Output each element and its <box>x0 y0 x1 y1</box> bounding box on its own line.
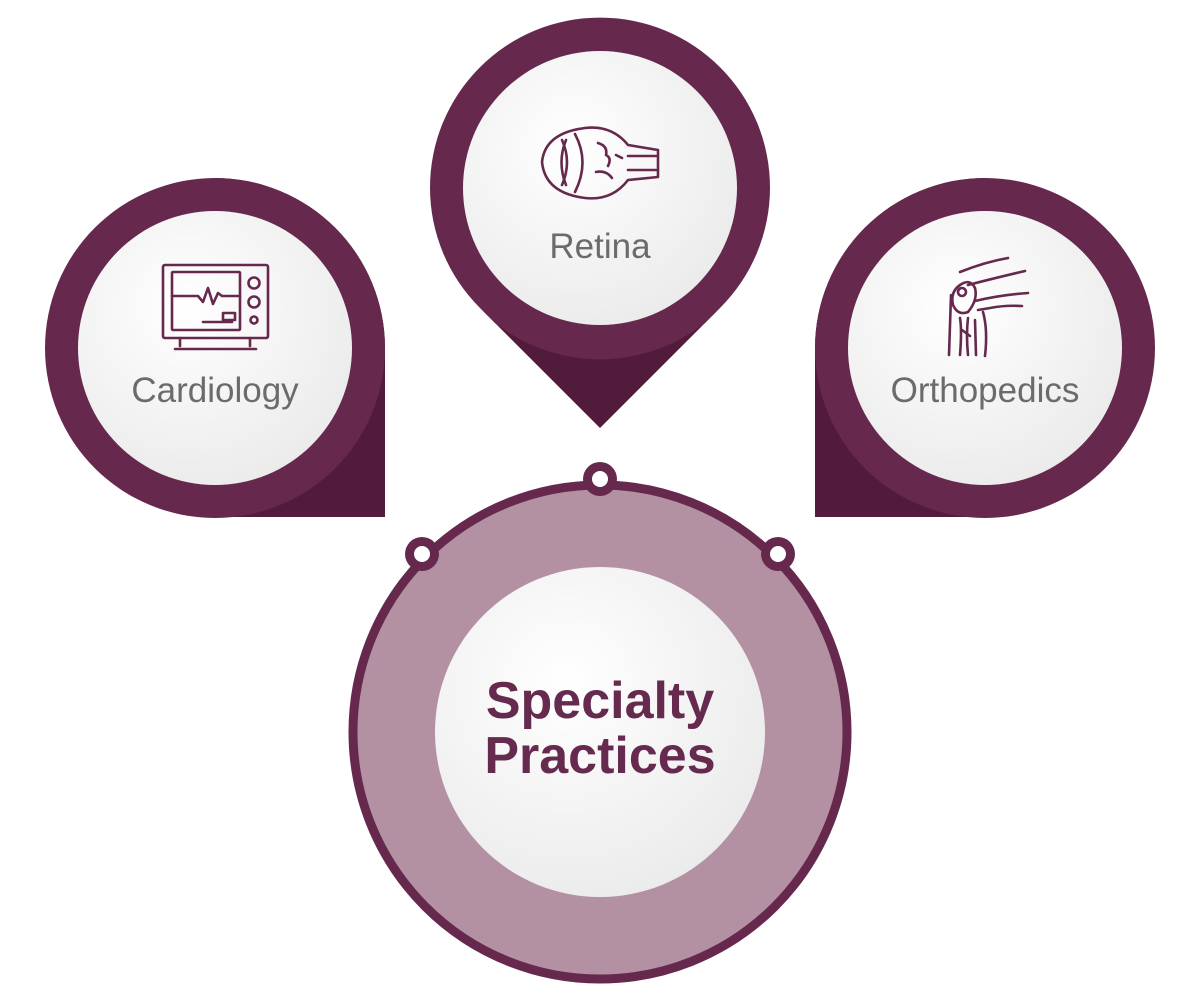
retina-pin-shadow <box>480 308 720 428</box>
retina-pin: Retina <box>429 17 770 428</box>
retina-label: Retina <box>549 227 651 266</box>
orthopedics-pin: Orthopedics <box>815 178 1155 518</box>
cardiology-pin: Cardiology <box>45 178 386 518</box>
hub-inner-circle <box>435 567 765 897</box>
retina-inner-circle <box>463 51 737 325</box>
heart-monitor-icon <box>161 263 270 351</box>
connector-node-left <box>405 537 439 571</box>
hub-title-line1: Specialty <box>486 672 714 730</box>
eye-icon <box>540 126 660 200</box>
orthopedics-label: Orthopedics <box>891 371 1080 410</box>
connector-node-right <box>761 537 795 571</box>
hub-title-line2: Practices <box>484 727 715 785</box>
connector-node-top <box>583 462 617 496</box>
specialty-practices-hub: Specialty Practices <box>348 462 852 984</box>
knee-joint-icon <box>947 256 1030 358</box>
cardiology-label: Cardiology <box>131 371 299 410</box>
